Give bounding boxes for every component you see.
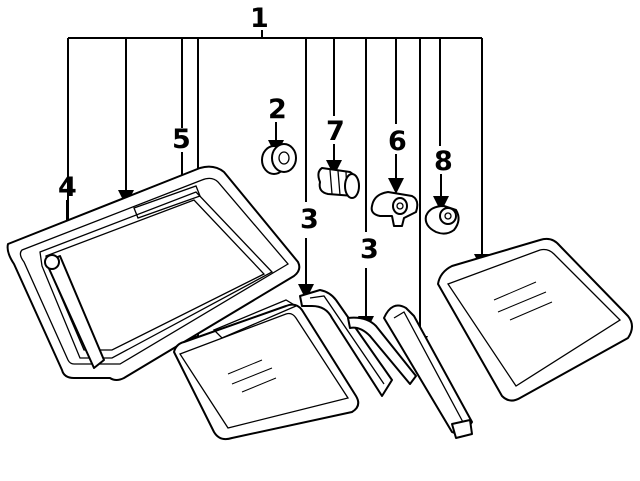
callout-2: 2 xyxy=(268,94,287,125)
division-bar xyxy=(383,304,473,439)
callout-1: 1 xyxy=(250,3,269,34)
glass-panel-front xyxy=(173,299,360,441)
item-3-weatherstrip-upper xyxy=(299,289,393,397)
item-3-channel-lower xyxy=(347,316,417,385)
callout-8: 8 xyxy=(434,146,453,177)
item-7-bushing xyxy=(317,167,360,199)
glass-panel-rear xyxy=(437,237,633,402)
callout-3-upper: 3 xyxy=(300,204,319,235)
callout-3-lower: 3 xyxy=(360,234,379,265)
callout-5: 5 xyxy=(172,124,191,155)
item-2-grommet xyxy=(261,143,297,175)
item-4-seal-strip xyxy=(44,254,105,369)
callout-6: 6 xyxy=(388,126,407,157)
item-6-latch xyxy=(370,191,419,227)
item-8-cap xyxy=(424,205,460,235)
callout-7: 7 xyxy=(326,116,345,147)
